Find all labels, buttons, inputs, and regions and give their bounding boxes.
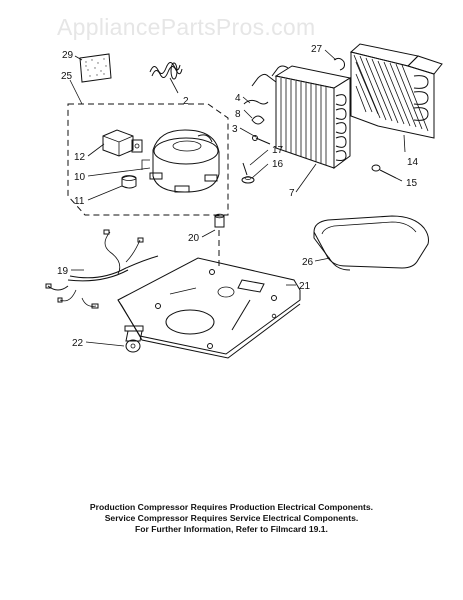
callout-27: 27 xyxy=(311,44,323,55)
watermark-text: AppliancePartsPros.com xyxy=(57,14,315,40)
part-26-drain-pan xyxy=(313,215,429,271)
callout-26: 26 xyxy=(302,257,314,268)
callout-3: 3 xyxy=(232,124,238,135)
part-2-spring xyxy=(149,62,183,80)
callout-16: 16 xyxy=(272,159,284,170)
callout-12: 12 xyxy=(74,152,86,163)
callout-21: 21 xyxy=(299,281,311,292)
callout-14: 14 xyxy=(407,157,419,168)
part-14-evaporator xyxy=(349,43,443,139)
callout-7: 7 xyxy=(289,188,295,199)
callout-10: 10 xyxy=(74,172,86,183)
part-21-base-plate xyxy=(117,257,301,359)
callout-17: 17 xyxy=(272,145,284,156)
footnote-line-3: For Further Information, Refer to Filmca… xyxy=(135,524,328,534)
part-3-screw xyxy=(252,135,271,145)
callout-25: 25 xyxy=(61,71,73,82)
part-7-condenser xyxy=(251,65,352,169)
callout-15: 15 xyxy=(406,178,418,189)
callout-11: 11 xyxy=(74,196,85,207)
part-29-pad xyxy=(79,53,112,83)
callout-29: 29 xyxy=(62,50,74,61)
part-20-mount xyxy=(214,213,225,268)
callout-labels: 29 25 2 27 4 8 3 17 16 7 12 10 11 14 15 … xyxy=(57,44,419,349)
leader-lines xyxy=(69,49,406,347)
part-19-wire-harness xyxy=(45,229,159,309)
callout-8: 8 xyxy=(235,109,241,120)
part-16-grommet xyxy=(241,162,255,184)
part-12-relay xyxy=(102,129,143,157)
callout-19: 19 xyxy=(57,266,69,277)
compressor-assembly-boundary xyxy=(67,103,229,216)
callout-22: 22 xyxy=(72,338,84,349)
callout-2: 2 xyxy=(183,96,189,107)
footnote-line-1: Production Compressor Requires Productio… xyxy=(89,502,374,512)
part-27-clip xyxy=(333,57,345,71)
part-11-overload xyxy=(121,175,137,189)
part-8-clip xyxy=(251,115,265,125)
footnote-line-2: Service Compressor Requires Service Elec… xyxy=(104,513,359,523)
callout-4: 4 xyxy=(235,93,241,104)
part-10-compressor xyxy=(141,129,220,193)
callout-20: 20 xyxy=(188,233,200,244)
part-22-caster xyxy=(124,325,144,353)
